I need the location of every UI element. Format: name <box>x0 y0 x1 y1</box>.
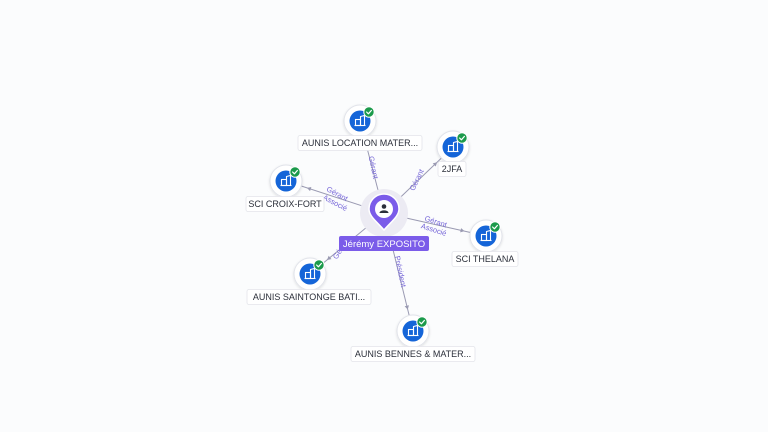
edge-label-2jfa-0: Gérant <box>408 167 427 192</box>
company-node-sci-thelana[interactable]: SCI THELANA <box>451 219 519 267</box>
company-label-bg <box>297 135 423 151</box>
center-node[interactable]: Jérémy EXPOSITO <box>339 189 429 251</box>
company-name: 2JFA <box>442 164 463 174</box>
edge-arrow-aunis-bennes <box>404 305 409 310</box>
check-badge-icon <box>489 221 501 233</box>
building-icon <box>304 267 316 280</box>
nodes-layer: AUNIS LOCATION MATER... 2JFA SCI CROIX-FOR… <box>245 104 519 362</box>
building-icon <box>407 324 419 337</box>
company-node-2jfa[interactable]: 2JFA <box>436 130 470 177</box>
company-name: AUNIS SAINTONGE BATI... <box>253 292 365 302</box>
company-node-aunis-saintonge[interactable]: AUNIS SAINTONGE BATI... <box>246 257 372 305</box>
company-label-bg <box>246 289 372 305</box>
edge-arrow-2jfa <box>432 162 438 167</box>
edge-label-aunis-location-0: Gérant <box>367 155 381 180</box>
check-badge-icon <box>416 316 428 328</box>
company-label-bg <box>350 346 476 362</box>
check-badge-icon <box>289 166 301 178</box>
company-label-bg <box>437 161 467 177</box>
center-name: Jérémy EXPOSITO <box>343 239 425 250</box>
check-badge-icon <box>363 106 375 118</box>
center-label-bg <box>339 236 429 251</box>
person-icon <box>375 200 393 218</box>
edge-arrow-aunis-saintonge <box>326 255 332 261</box>
company-node-sci-croix-fort[interactable]: SCI CROIX-FORT <box>245 164 325 212</box>
company-node-aunis-location[interactable]: AUNIS LOCATION MATER... <box>297 104 423 151</box>
building-icon <box>354 114 366 127</box>
company-name: AUNIS BENNES & MATER... <box>355 349 471 359</box>
edge-arrow-sci-croix-fort <box>306 186 312 192</box>
company-label-bg <box>245 196 325 212</box>
company-name: SCI THELANA <box>456 254 515 264</box>
check-badge-icon <box>456 132 468 144</box>
company-node-aunis-bennes[interactable]: AUNIS BENNES & MATER... <box>350 314 476 362</box>
check-badge-icon <box>313 259 325 271</box>
building-icon <box>480 229 492 242</box>
company-label-bg <box>451 251 519 267</box>
company-name: AUNIS LOCATION MATER... <box>302 138 418 148</box>
building-icon <box>280 174 292 187</box>
building-icon <box>447 140 459 153</box>
edge-arrow-sci-thelana <box>460 228 465 233</box>
company-name: SCI CROIX-FORT <box>248 199 322 209</box>
edge-label-aunis-bennes-0: Président <box>393 255 409 289</box>
